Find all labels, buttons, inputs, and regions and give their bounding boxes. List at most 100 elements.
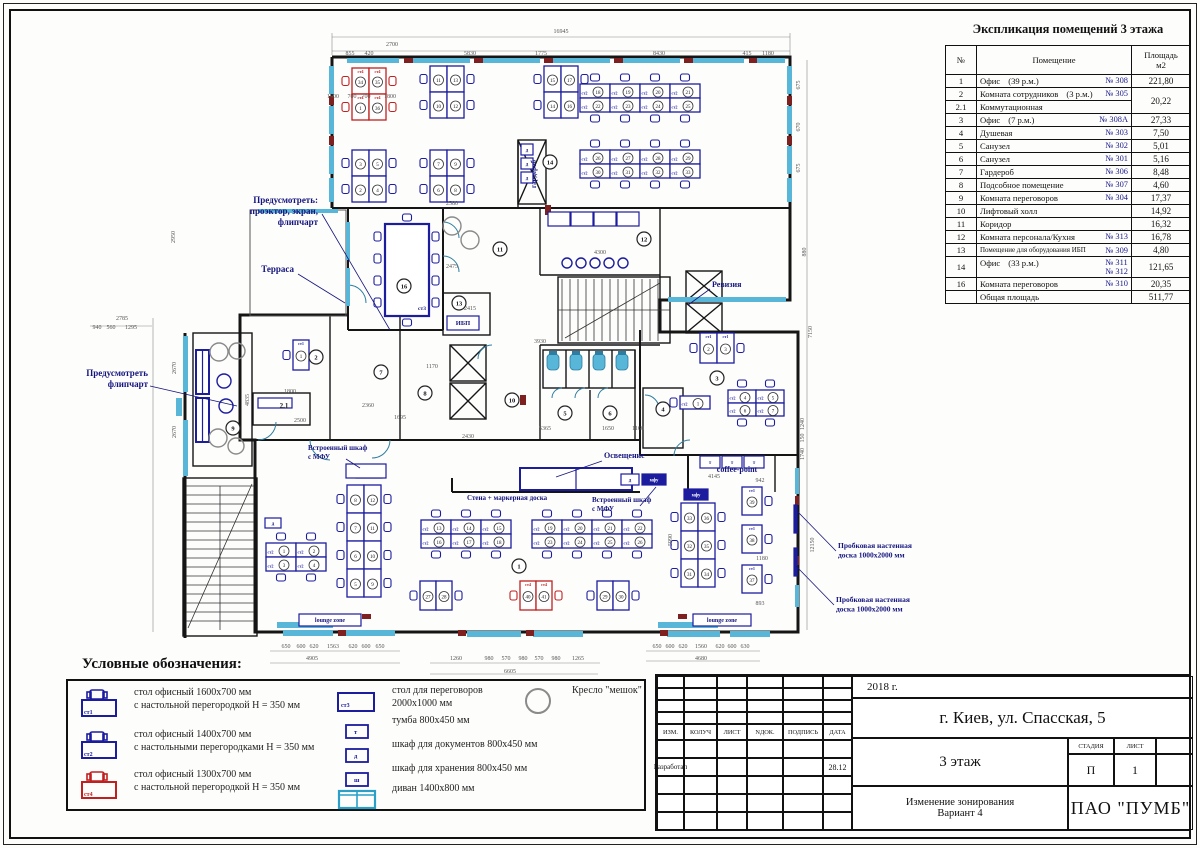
desk-number-circle	[701, 540, 712, 552]
desk-number-circle	[634, 536, 646, 548]
window	[533, 631, 583, 637]
cabinet-box	[345, 463, 387, 479]
plan-text: 5990	[668, 534, 674, 546]
plan-text: 940	[93, 325, 102, 331]
toilet-tank	[572, 351, 580, 355]
toilet	[546, 353, 560, 371]
chair-icon	[305, 573, 317, 582]
plan-text: 8	[454, 189, 457, 194]
chair-icon	[736, 379, 748, 388]
plan-text: ст4	[541, 582, 548, 587]
plan-text: 700	[362, 94, 371, 100]
chair-icon	[419, 183, 428, 195]
chair-icon	[571, 509, 583, 518]
titleblock-cell	[657, 676, 684, 688]
plan-text: 13	[437, 527, 443, 532]
stool-circle	[589, 257, 601, 269]
stool-circle	[216, 373, 232, 389]
cabinet-box	[699, 455, 721, 469]
plan-text: 21	[686, 91, 692, 96]
plan-text: 39	[750, 501, 756, 506]
desk-number-circle	[652, 166, 664, 178]
wall-patch	[329, 136, 334, 145]
plan-text: 1170	[426, 364, 438, 370]
cabinet-box	[793, 504, 798, 534]
plan-text: 10	[436, 105, 442, 110]
chair-icon	[388, 75, 397, 87]
chair-icon	[679, 139, 691, 148]
window	[329, 66, 334, 94]
plan-text: ст2	[612, 105, 618, 110]
titleblock-cell	[783, 812, 823, 830]
chair-icon	[336, 549, 345, 561]
chair-icon	[373, 297, 382, 308]
desk-number-circle	[746, 496, 758, 508]
chair-icon	[764, 495, 773, 507]
plan-text: д	[629, 479, 632, 484]
desk-number-circle	[350, 550, 361, 562]
plan-text: 1295	[125, 325, 137, 331]
annotation: Освещение	[604, 451, 645, 460]
chair-icon	[589, 139, 601, 148]
plan-text: 4	[744, 397, 747, 402]
titleblock-cell	[823, 740, 852, 758]
annotation-leader	[797, 511, 837, 552]
desk-number-circle	[433, 100, 444, 112]
titleblock-cell	[747, 712, 783, 724]
plan-text: 1240	[800, 418, 806, 430]
plan-text: 22	[596, 105, 602, 110]
titleblock-cell	[747, 688, 783, 700]
plan-text: ст2	[534, 527, 540, 532]
chair-icon	[409, 590, 418, 601]
col-header-num: №	[945, 45, 977, 75]
plan-text: 14	[467, 527, 473, 532]
chair-icon	[466, 183, 475, 195]
desk-number-circle	[599, 591, 611, 602]
plan-text: ст1	[722, 334, 728, 339]
plan-text: 150	[800, 434, 806, 443]
doors	[257, 221, 691, 461]
plan-text: 6	[608, 411, 612, 418]
titleblock-cell	[823, 794, 852, 812]
plan-text: 1	[359, 107, 362, 112]
wall-patch	[338, 630, 346, 636]
chair-icon	[764, 533, 773, 545]
plan-text: ст2	[624, 541, 630, 546]
toilet	[592, 353, 606, 371]
chair-icon	[679, 73, 691, 82]
svg-text:ст1: ст1	[84, 710, 93, 716]
annotation-leader	[687, 288, 711, 306]
chair-icon	[533, 99, 542, 111]
plan-text: 20	[656, 91, 662, 96]
chair-icon	[649, 180, 661, 189]
desk-number-circle	[682, 86, 694, 98]
plan-text: 34	[704, 573, 710, 578]
plan-text: 22	[638, 527, 644, 532]
toilet	[615, 353, 629, 371]
titleblock-cell	[717, 712, 747, 724]
chair-icon	[305, 532, 317, 541]
plan-text: 7	[354, 527, 357, 532]
plan-text: 600	[297, 644, 306, 650]
annotation: Стена + маркерная доска	[467, 494, 548, 502]
desk-number-circle	[622, 152, 634, 164]
desk-number-circle	[622, 86, 634, 98]
plan-text: 650	[653, 644, 662, 650]
titleblock-cell	[657, 776, 684, 794]
annotation: Терраса	[261, 264, 294, 274]
titleblock-col-header: ПОДПИСЬ	[783, 724, 823, 740]
beanbag-circle	[209, 342, 229, 362]
plan-text: 41	[542, 596, 548, 601]
titleblock-cell	[657, 700, 684, 712]
plan-text: т	[709, 461, 712, 466]
desk-number-circle	[450, 100, 461, 112]
chair-icon	[589, 73, 601, 82]
desk-number-circle	[767, 405, 779, 416]
plan-text: 31	[687, 573, 693, 578]
chair-icon	[580, 73, 589, 85]
